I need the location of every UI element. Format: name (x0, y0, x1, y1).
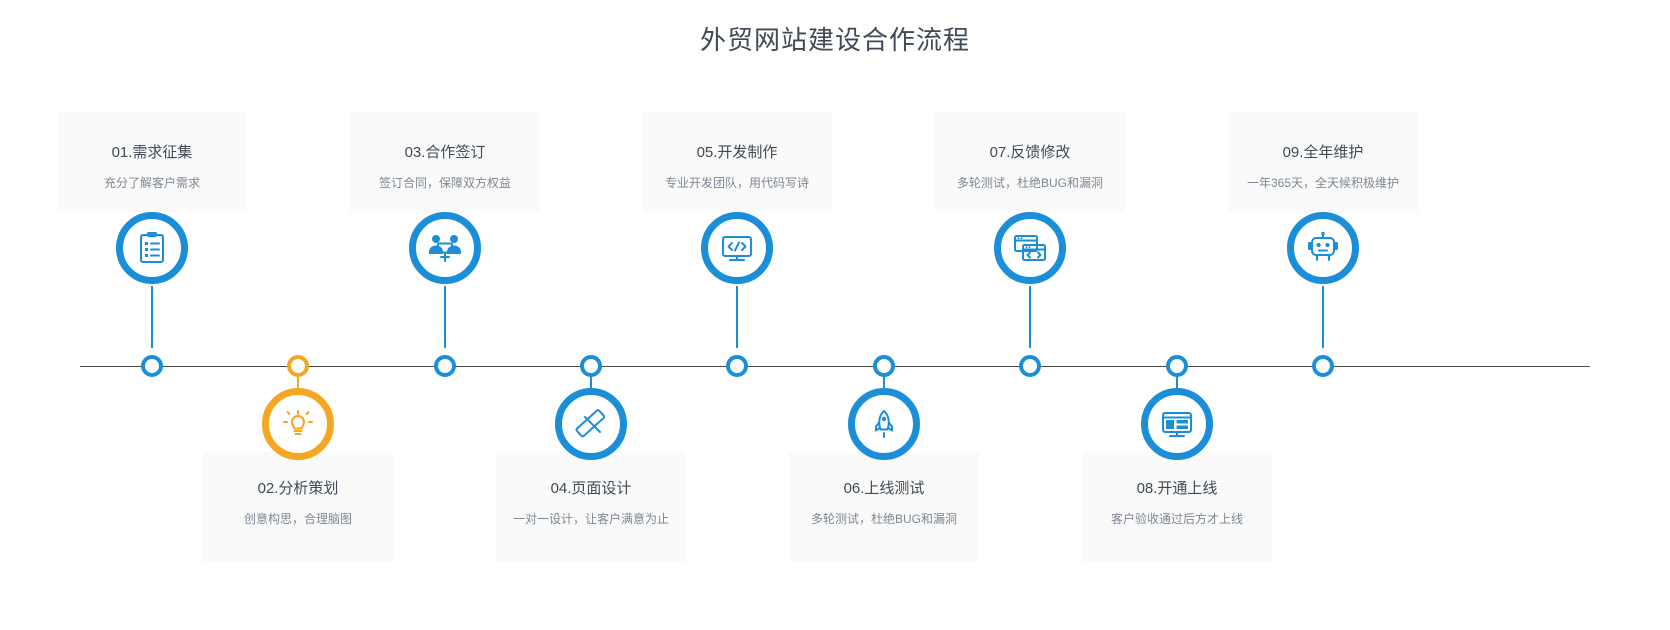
step-05-axis-dot[interactable] (726, 355, 748, 377)
step-01-axis-dot[interactable] (141, 355, 163, 377)
step-04-icon-circle[interactable] (555, 388, 627, 460)
step-06-title: 06.上线测试 (843, 480, 925, 497)
step-04-connector (590, 356, 592, 418)
step-02-connector (297, 356, 299, 418)
step-02-title: 02.分析策划 (257, 480, 339, 497)
step-01-icon-circle[interactable] (116, 212, 188, 284)
step-05-title: 05.开发制作 (696, 144, 778, 161)
step-03-axis-dot[interactable] (434, 355, 456, 377)
step-03-icon-circle[interactable] (409, 212, 481, 284)
step-04-card: 04.页面设计 一对一设计，让客户满意为止 (496, 452, 686, 562)
clipboard-checklist-icon (133, 229, 171, 267)
step-08-connector (1176, 356, 1178, 418)
step-05-icon-circle[interactable] (701, 212, 773, 284)
step-05-connector (736, 286, 738, 348)
step-08-desc: 客户验收通过后方才上线 (1110, 512, 1243, 526)
step-05-desc: 专业开发团队，用代码写诗 (664, 176, 809, 190)
browser-windows-code-icon (1011, 229, 1049, 267)
monitor-dashboard-icon (1158, 405, 1196, 443)
step-08-title: 08.开通上线 (1136, 480, 1218, 497)
step-08-card: 08.开通上线 客户验收通过后方才上线 (1082, 452, 1272, 562)
step-05-card: 05.开发制作 专业开发团队，用代码写诗 (642, 112, 832, 212)
page-title: 外贸网站建设合作流程 (699, 25, 970, 55)
step-09-desc: 一年365天，全天候积极维护 (1246, 176, 1400, 190)
step-07-axis-dot[interactable] (1019, 355, 1041, 377)
monitor-code-icon (718, 229, 756, 267)
step-08-axis-dot[interactable] (1166, 355, 1188, 377)
robot-support-icon (1304, 229, 1342, 267)
step-06-icon-circle[interactable] (848, 388, 920, 460)
step-04-axis-dot[interactable] (580, 355, 602, 377)
ruler-pencil-design-icon (572, 405, 610, 443)
step-01-connector (151, 286, 153, 348)
step-02-axis-dot[interactable] (287, 355, 309, 377)
step-07-connector (1029, 286, 1031, 348)
step-01-card: 01.需求征集 充分了解客户需求 (57, 112, 247, 212)
step-04-title: 04.页面设计 (550, 480, 632, 497)
step-03-connector (444, 286, 446, 348)
step-09-connector (1322, 286, 1324, 348)
step-09-axis-dot[interactable] (1312, 355, 1334, 377)
step-01-title: 01.需求征集 (111, 144, 193, 161)
step-03-title: 03.合作签订 (404, 144, 486, 161)
step-08-icon-circle[interactable] (1141, 388, 1213, 460)
step-01-desc: 充分了解客户需求 (103, 176, 200, 190)
step-07-card: 07.反馈修改 多轮测试，杜绝BUG和漏洞 (935, 112, 1125, 212)
step-09-card: 09.全年维护 一年365天，全天候积极维护 (1228, 112, 1418, 212)
timeline-axis (80, 366, 1590, 367)
step-07-desc: 多轮测试，杜绝BUG和漏洞 (956, 176, 1103, 190)
two-people-handshake-icon (425, 228, 465, 268)
step-06-connector (883, 356, 885, 418)
step-02-card: 02.分析策划 创意构思，合理脑图 (203, 452, 393, 562)
step-07-title: 07.反馈修改 (989, 144, 1071, 161)
step-06-card: 06.上线测试 多轮测试，杜绝BUG和漏洞 (789, 452, 979, 562)
lightbulb-idea-icon (279, 405, 317, 443)
step-06-axis-dot[interactable] (873, 355, 895, 377)
step-02-icon-circle[interactable] (262, 388, 334, 460)
step-06-desc: 多轮测试，杜绝BUG和漏洞 (810, 512, 957, 526)
step-03-card: 03.合作签订 签订合同，保障双方权益 (350, 112, 540, 212)
step-03-desc: 签订合同，保障双方权益 (378, 176, 511, 190)
step-04-desc: 一对一设计，让客户满意为止 (512, 512, 669, 526)
rocket-launch-icon (865, 405, 903, 443)
step-09-icon-circle[interactable] (1287, 212, 1359, 284)
step-02-desc: 创意构思，合理脑图 (243, 512, 352, 526)
step-07-icon-circle[interactable] (994, 212, 1066, 284)
step-09-title: 09.全年维护 (1282, 144, 1364, 161)
